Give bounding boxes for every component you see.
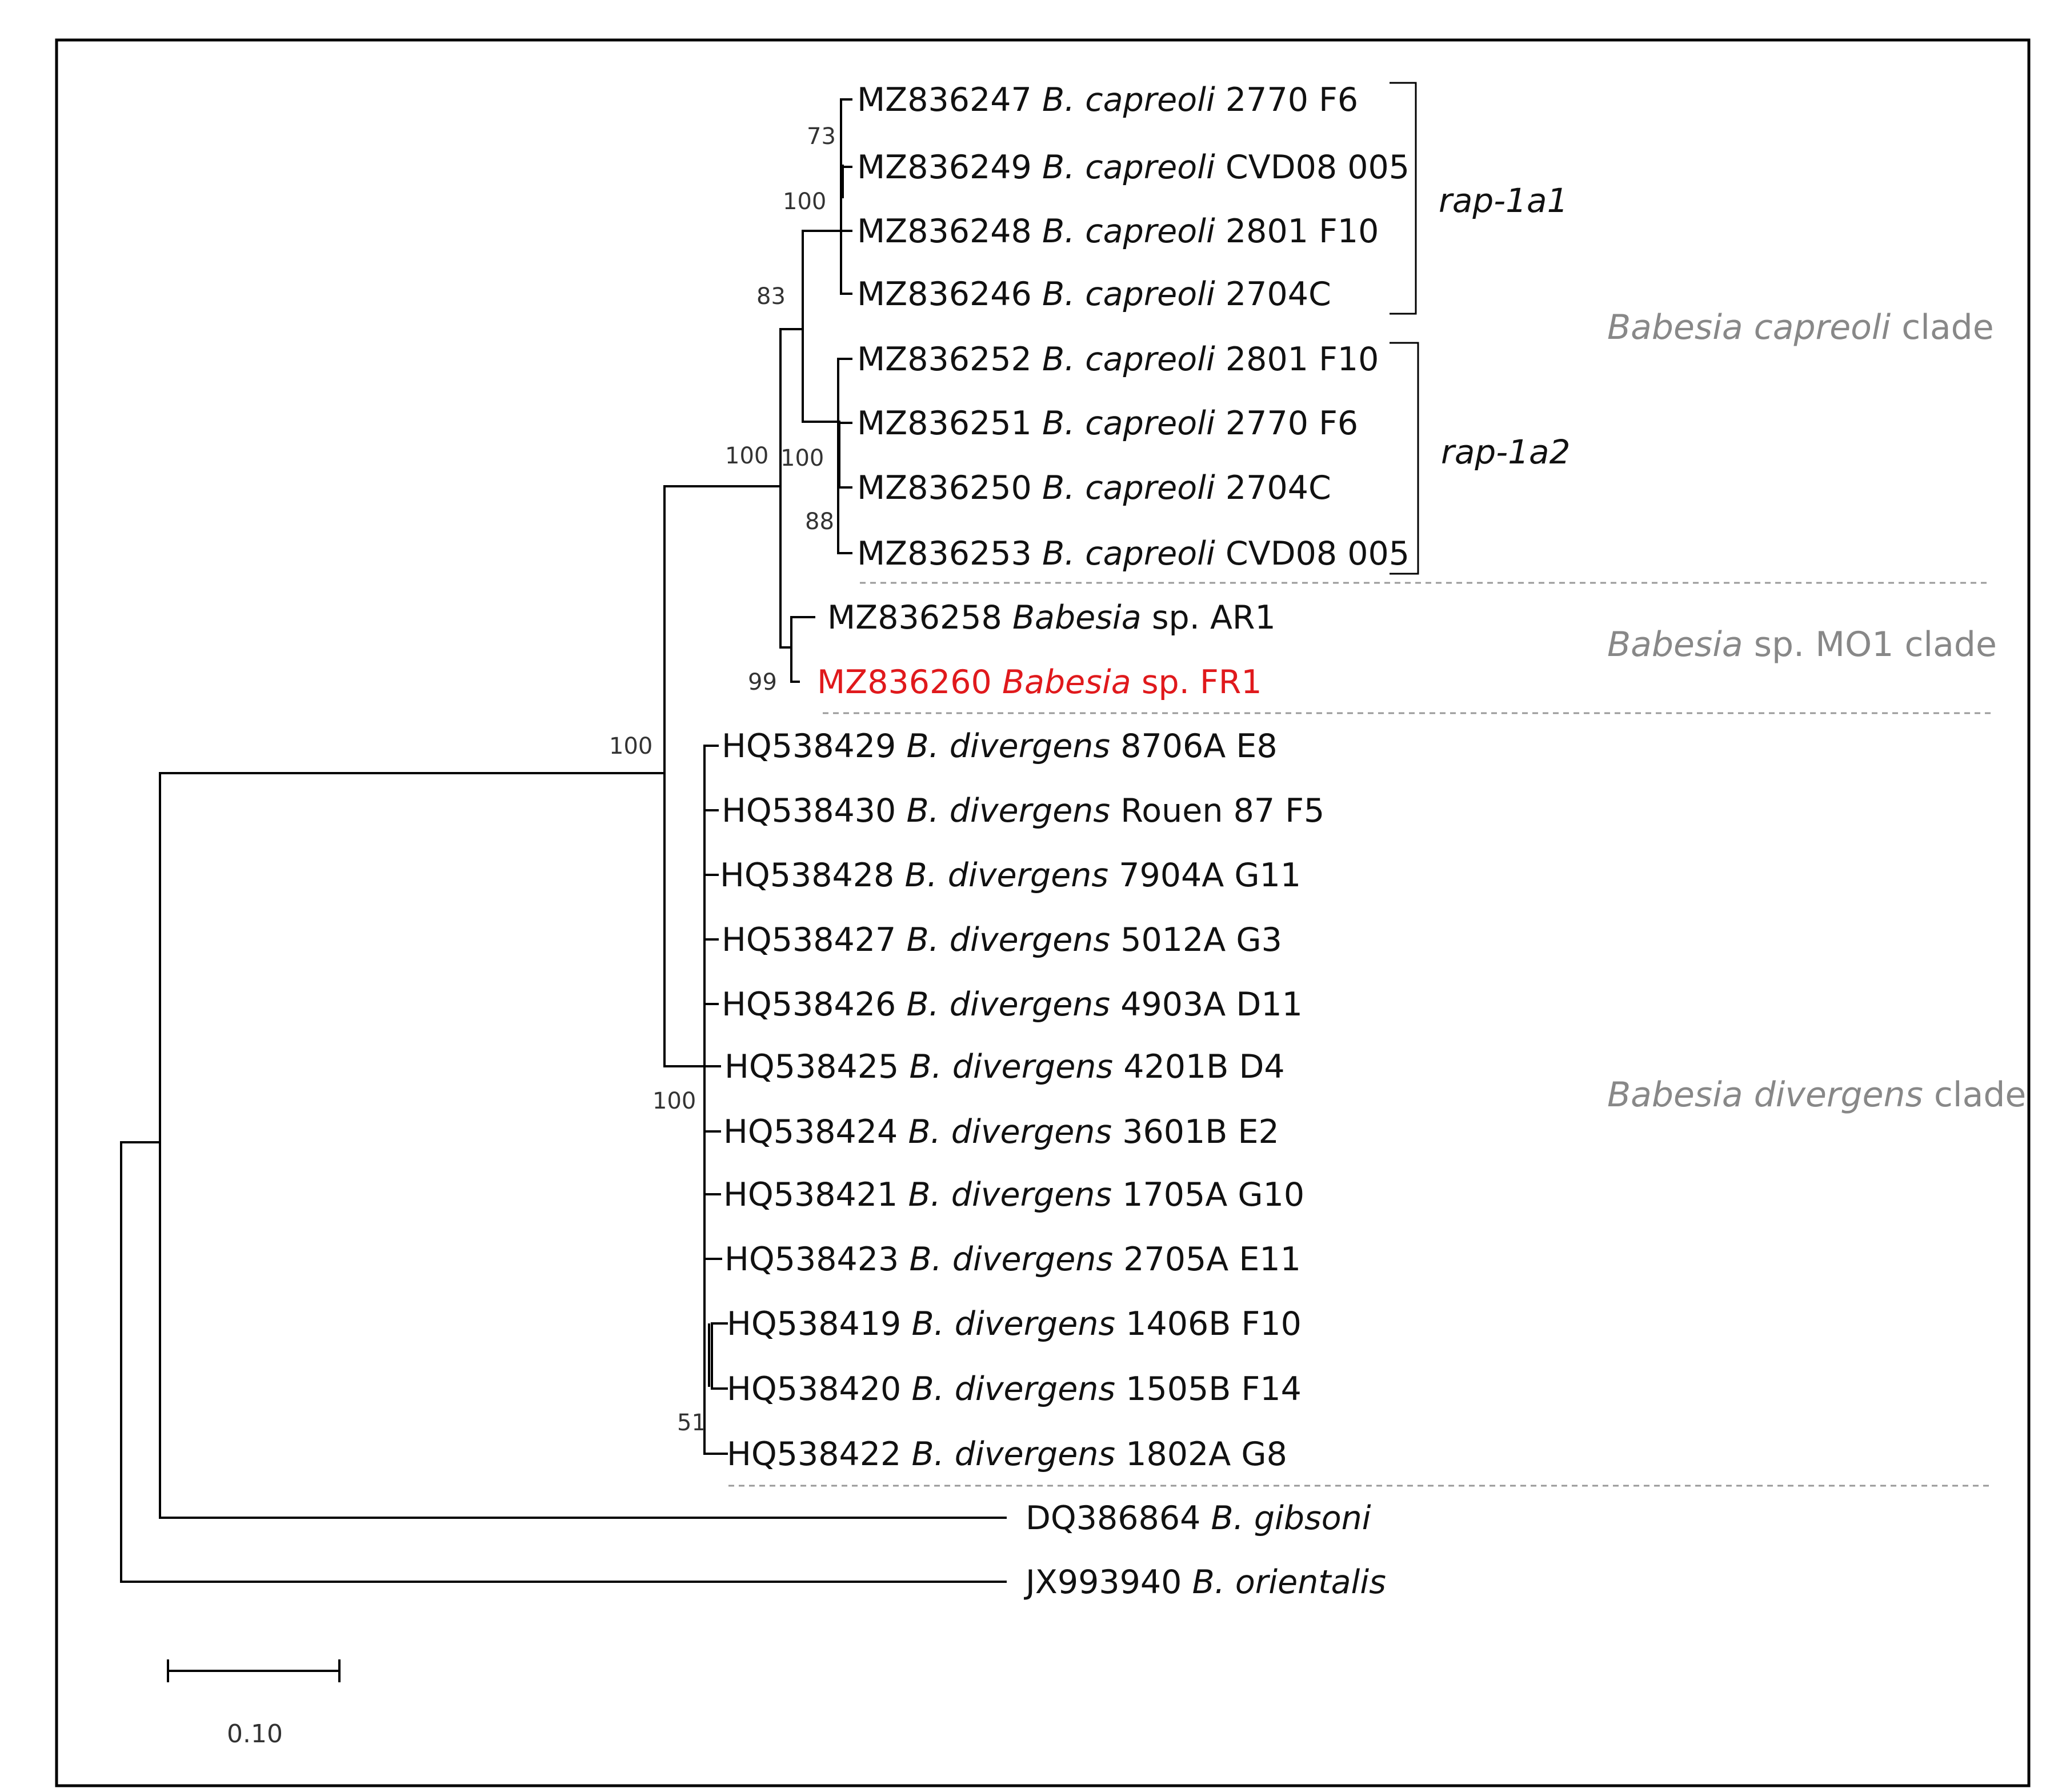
- branch-rap1a2: [837, 358, 852, 554]
- taxon-label: MZ836251 B. capreoli 2770 F6: [857, 405, 1358, 442]
- bootstrap-value: 100: [725, 443, 768, 469]
- scale-bar-label: 0.10: [227, 1719, 283, 1749]
- taxon-label: MZ836258 Babesia sp. AR1: [827, 599, 1276, 637]
- taxon-label: MZ836253 B. capreoli CVD08 005: [857, 535, 1410, 573]
- clade-label-divergens: Babesia divergens clade: [1607, 1075, 2026, 1115]
- branch-rap1a1: [840, 98, 852, 295]
- branch-mo1: [790, 616, 815, 683]
- bootstrap-value: 99: [748, 669, 777, 695]
- bootstrap-value: 51: [677, 1410, 706, 1436]
- group-label-rap1a1: rap-1a1: [1439, 181, 1568, 220]
- bootstrap-value: 100: [609, 733, 652, 759]
- taxon-label: MZ836250 B. capreoli 2704C: [857, 469, 1331, 507]
- taxon-label: MZ836249 B. capreoli CVD08 005: [857, 149, 1410, 186]
- bootstrap-value: 100: [780, 445, 824, 471]
- taxon-label: DQ386864 B. gibsoni: [1026, 1499, 1371, 1537]
- taxon-label: MZ836246 B. capreoli 2704C: [857, 275, 1331, 313]
- taxon-label: HQ538426 B. divergens 4903A D11: [722, 986, 1303, 1023]
- clade-label-capreoli: Babesia capreoli clade: [1607, 307, 1994, 347]
- taxon-label: HQ538429 B. divergens 8706A E8: [722, 727, 1278, 765]
- branch-gibsoni-node: [159, 772, 1007, 1519]
- taxon-label: MZ836248 B. capreoli 2801 F10: [857, 213, 1379, 250]
- branch-capreoli-node: [802, 230, 842, 423]
- bootstrap-value: 100: [783, 189, 826, 215]
- taxon-label: HQ538422 B. divergens 1802A G8: [727, 1435, 1287, 1473]
- figure-frame: [55, 38, 2031, 1787]
- taxon-labels: MZ836247 B. capreoli 2770 F6 MZ836249 B.…: [720, 81, 1410, 1601]
- taxon-label: HQ538419 B. divergens 1406B F10: [727, 1305, 1302, 1343]
- branch-root: [120, 1141, 1007, 1583]
- branch-ingroup-node: [663, 485, 782, 1067]
- taxon-label: HQ538423 B. divergens 2705A E11: [724, 1241, 1301, 1278]
- taxon-label: MZ836252 B. capreoli 2801 F10: [857, 341, 1379, 378]
- taxon-label: HQ538424 B. divergens 3601B E2: [723, 1113, 1279, 1151]
- taxon-label: HQ538430 B. divergens Rouen 87 F5: [722, 792, 1324, 830]
- taxon-label: MZ836247 B. capreoli 2770 F6: [857, 81, 1358, 119]
- bootstrap-value: 100: [652, 1088, 696, 1114]
- bootstrap-value: 88: [805, 509, 834, 535]
- clade-label-mo1: Babesia sp. MO1 clade: [1607, 625, 1997, 665]
- taxon-label: JX993940 B. orientalis: [1024, 1563, 1386, 1601]
- scale-bar: 0.10: [167, 1659, 341, 1749]
- tree-branches: [120, 98, 1007, 1583]
- bootstrap-values: 73 100 83 100 100 88 99 100 100 51 100: [609, 123, 836, 1436]
- bootstrap-value: 73: [807, 123, 836, 150]
- branch-divergens: [703, 745, 728, 1455]
- taxon-label: HQ538421 B. divergens 1705A G10: [723, 1176, 1304, 1214]
- taxon-label: HQ538425 B. divergens 4201B D4: [724, 1048, 1285, 1086]
- group-label-rap1a2: rap-1a2: [1441, 433, 1570, 471]
- bootstrap-value: 83: [756, 283, 786, 310]
- taxon-label-highlighted: MZ836260 Babesia sp. FR1: [817, 663, 1262, 701]
- taxon-label: HQ538428 B. divergens 7904A G11: [720, 857, 1301, 894]
- bracket-rap1a2: [1390, 342, 1419, 575]
- taxon-label: HQ538420 B. divergens 1505B F14: [727, 1370, 1302, 1408]
- branch-capreoli-mo1-node: [779, 328, 804, 649]
- scale-bar-line: [167, 1659, 341, 1682]
- taxon-label: HQ538427 B. divergens 5012A G3: [722, 921, 1282, 959]
- bracket-rap1a1: [1390, 82, 1417, 315]
